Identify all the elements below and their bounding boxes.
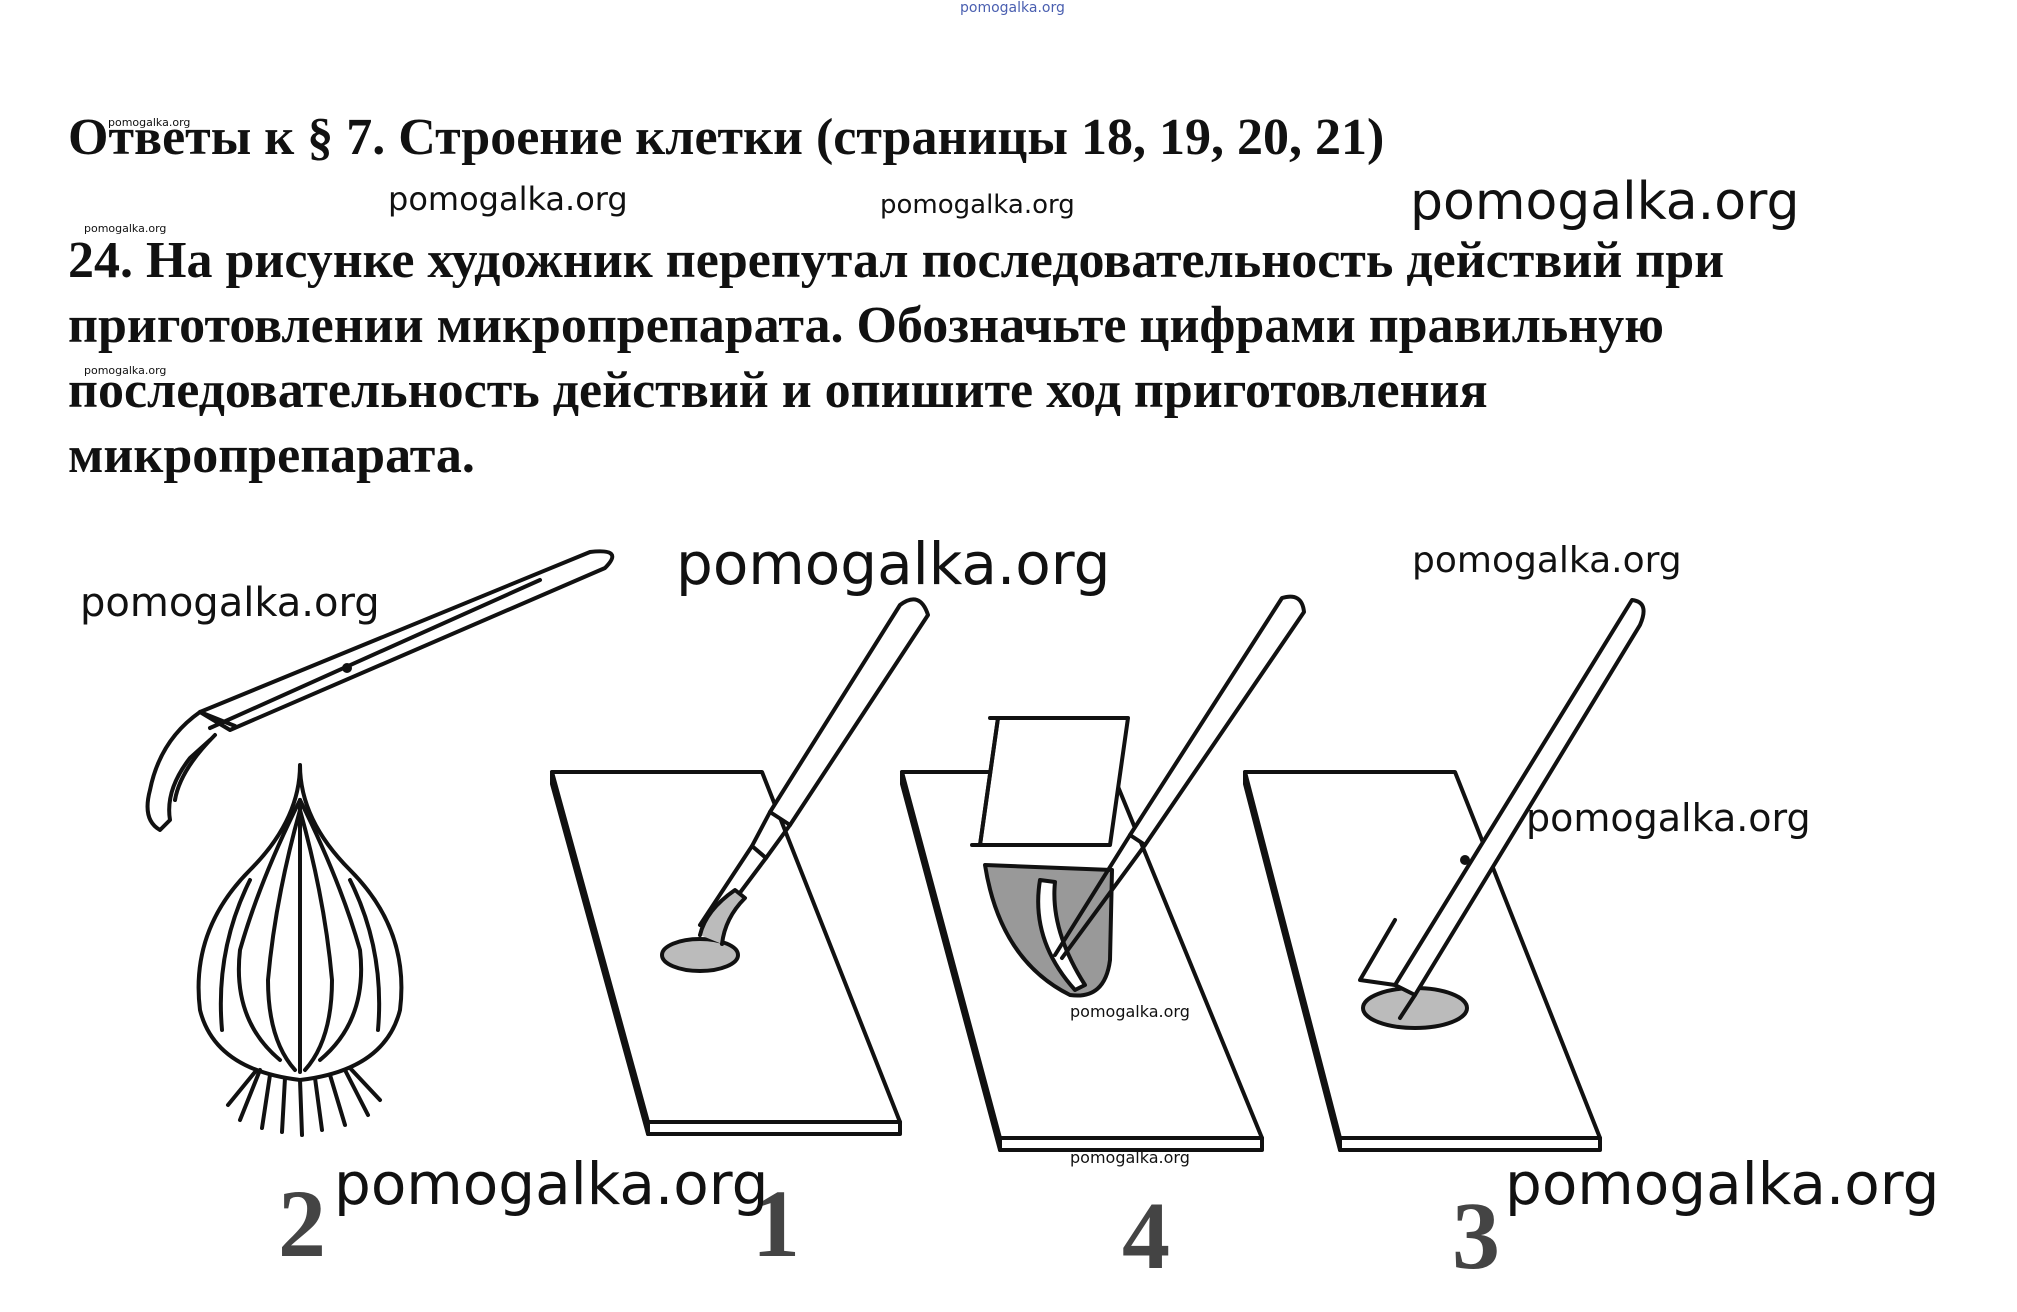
tweezers-icon <box>145 549 615 832</box>
slide-with-coverslip <box>900 594 1306 1152</box>
question-line: 24. На рисунке художник перепутал послед… <box>68 232 1725 289</box>
figure-label: 3 <box>1452 1182 1500 1289</box>
onion-icon <box>196 763 404 1137</box>
question-line: последовательность действий и опишите хо… <box>68 362 1488 419</box>
page-title: Ответы к § 7. Строение клетки (страницы … <box>68 109 1385 166</box>
watermark: pomogalka.org <box>80 580 380 626</box>
slide-with-pipette <box>550 597 930 1136</box>
figure-label: 4 <box>1122 1182 1170 1289</box>
watermark: pomogalka.org <box>388 180 628 218</box>
watermark: pomogalka.org <box>1412 540 1682 581</box>
watermark: pomogalka.org <box>334 1150 769 1218</box>
watermark-tiny: pomogalka.org <box>84 222 167 235</box>
question-text: 24. На рисунке художник перепутал послед… <box>68 228 1988 488</box>
watermark-tiny: pomogalka.org <box>84 364 167 377</box>
watermark: pomogalka.org <box>880 190 1075 220</box>
watermark: pomogalka.org <box>1070 1002 1190 1021</box>
watermark: pomogalka.org <box>1410 172 1800 232</box>
watermark-top: pomogalka.org <box>960 0 1065 16</box>
watermark: pomogalka.org <box>676 530 1111 598</box>
watermark: pomogalka.org <box>1526 796 1811 840</box>
watermark: pomogalka.org <box>1070 1148 1190 1167</box>
watermark: pomogalka.org <box>1505 1150 1940 1218</box>
watermark-tiny: pomogalka.org <box>108 116 191 129</box>
figure-label: 1 <box>752 1170 800 1277</box>
question-line: микропрепарата. <box>68 427 475 484</box>
figure-label: 2 <box>278 1170 326 1277</box>
slide-with-tweezers <box>1243 598 1646 1152</box>
question-line: приготовлении микропрепарата. Обозначьте… <box>68 297 1665 354</box>
